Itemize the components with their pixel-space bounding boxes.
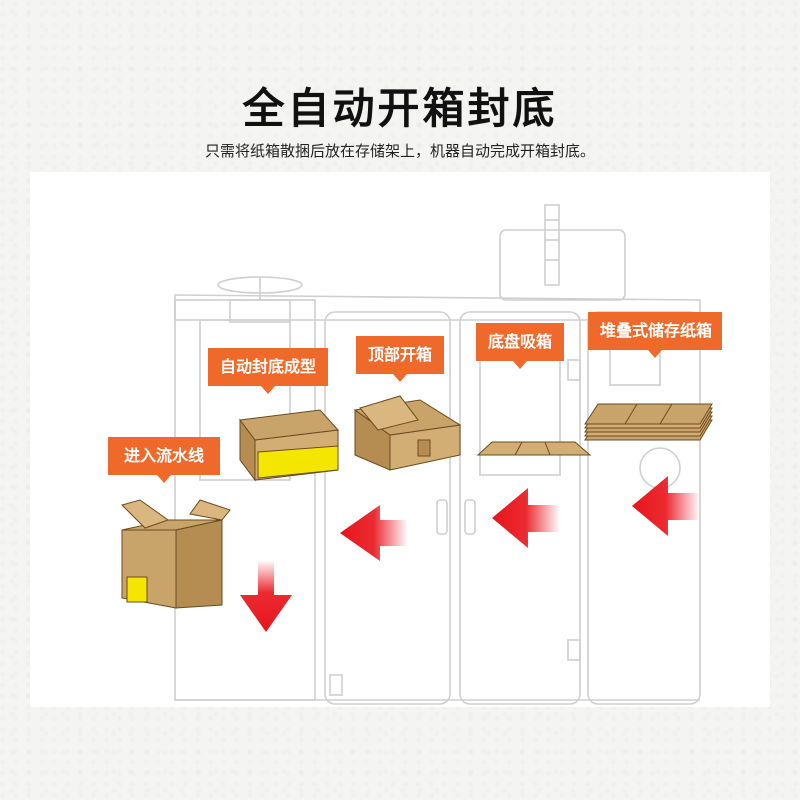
step-label-stacked-storage: 堆叠式储存纸箱 bbox=[588, 312, 722, 358]
arrow-left-2 bbox=[492, 488, 560, 548]
stacked-cartons-graphic bbox=[584, 403, 713, 441]
page-subtitle: 只需将纸箱散捆后放在存储架上，机器自动完成开箱封底。 bbox=[204, 142, 595, 160]
step-label-top-opening: 顶部开箱 bbox=[356, 336, 444, 382]
arrow-left-3 bbox=[632, 476, 700, 536]
flat-carton-graphic bbox=[476, 441, 592, 456]
step-label-pipeline: 进入流水线 bbox=[108, 437, 220, 483]
step-label-tray-suction: 底盘吸箱 bbox=[476, 323, 564, 369]
forming-carton-graphic bbox=[239, 409, 340, 482]
finished-carton-graphic bbox=[121, 499, 231, 609]
page-title: 全自动开箱封底 bbox=[242, 84, 558, 133]
arrow-down bbox=[240, 560, 292, 632]
flow-arrows bbox=[240, 476, 700, 632]
step-label-bottom-sealing: 自动封底成型 bbox=[208, 348, 328, 394]
arrow-left-1 bbox=[340, 505, 408, 561]
opening-carton-graphic bbox=[353, 395, 462, 471]
